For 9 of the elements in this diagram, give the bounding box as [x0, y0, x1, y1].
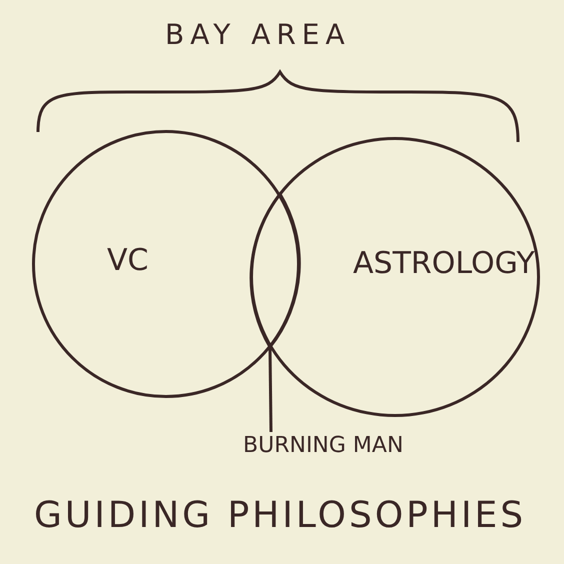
venn-circle — [32, 130, 300, 398]
venn-circle — [250, 137, 540, 417]
circle-label: ASTROLOGY — [353, 246, 535, 281]
circle-label: VC — [107, 243, 148, 278]
leader-line — [268, 346, 272, 432]
caption: GUIDING PHILOSOPHIES — [34, 495, 526, 536]
group-label: BAY AREA — [165, 18, 351, 51]
region-label: BURNING MAN — [243, 433, 404, 458]
overlap-region — [251, 194, 303, 349]
